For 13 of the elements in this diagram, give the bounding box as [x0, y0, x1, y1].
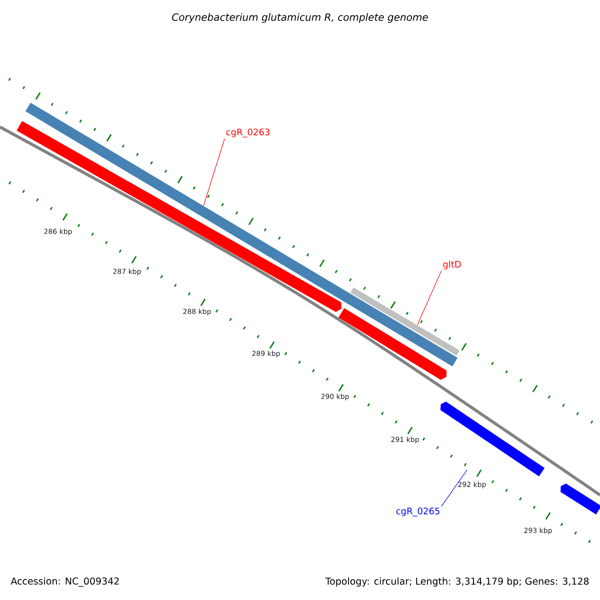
leader-line	[203, 138, 225, 206]
gene-feature	[560, 484, 600, 514]
gene-feature	[350, 287, 460, 356]
gene-feature	[440, 402, 545, 476]
leader-line	[441, 470, 468, 507]
gene-label: cgR_0265	[396, 508, 440, 516]
footer-text: Accession: NC_009342	[10, 577, 119, 587]
gene-label: cgR_0263	[226, 128, 270, 138]
gene-feature	[338, 308, 446, 380]
leader-line	[416, 270, 442, 326]
gene-label: gltD	[443, 260, 461, 270]
footer-text: Topology: circular; Length: 3,314,179 bp; Genes: 3,128	[325, 577, 589, 587]
title: Corynebacterium glutamicum R, complete genome	[172, 13, 428, 23]
